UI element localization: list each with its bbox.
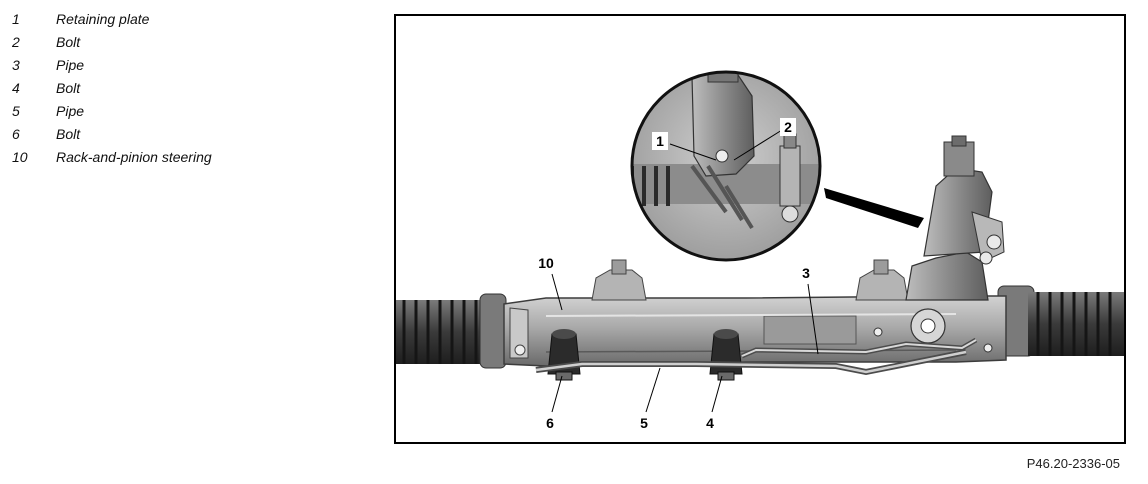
- legend-label: Pipe: [56, 103, 85, 119]
- legend-item: 6 Bolt: [12, 123, 212, 146]
- leader-1: [669, 143, 717, 161]
- callout-3: 3: [802, 265, 810, 281]
- pinion-valve-housing: [873, 135, 1005, 353]
- left-bellow: [396, 293, 507, 369]
- figure-code: P46.20-2336-05: [1026, 456, 1120, 471]
- leader-5: [645, 367, 661, 413]
- legend-number: 4: [12, 80, 20, 96]
- legend-label: Bolt: [56, 126, 81, 142]
- legend-number: 6: [12, 126, 20, 142]
- callout-5: 5: [640, 415, 648, 431]
- leader-10: [551, 273, 563, 311]
- pipe-3: [741, 337, 978, 359]
- callout-4: 4: [706, 415, 714, 431]
- legend-label: Rack-and-pinion steering: [56, 149, 212, 165]
- callout-10: 10: [538, 255, 554, 271]
- legend-item: 4 Bolt: [12, 77, 212, 100]
- leader-6: [551, 375, 563, 413]
- legend-number: 1: [12, 11, 20, 27]
- legend-label: Retaining plate: [56, 11, 150, 27]
- rack-housing: [503, 259, 1007, 367]
- legend-number: 10: [12, 149, 28, 165]
- legend-item: 3 Pipe: [12, 54, 212, 77]
- leader-2: [733, 129, 783, 161]
- bolt-6: [547, 329, 581, 381]
- legend-label: Bolt: [56, 80, 81, 96]
- legend-item: 5 Pipe: [12, 100, 212, 123]
- callout-6: 6: [546, 415, 554, 431]
- legend-item: 1 Retaining plate: [12, 8, 212, 31]
- callout-2: 2: [784, 119, 792, 135]
- leader-4: [711, 375, 723, 413]
- legend-item: 2 Bolt: [12, 31, 212, 54]
- callout-leaders: [551, 129, 819, 413]
- zoom-detail: [630, 70, 924, 262]
- leader-3: [807, 283, 819, 355]
- legend-number: 5: [12, 103, 20, 119]
- legend-label: Bolt: [56, 34, 81, 50]
- legend-number: 2: [12, 34, 20, 50]
- legend-label: Pipe: [56, 57, 85, 73]
- steering-rack-figure: 1 2 10 3 6 5 4: [394, 14, 1126, 444]
- legend-number: 3: [12, 57, 20, 73]
- pipe-5: [535, 349, 967, 376]
- right-bellow: [997, 285, 1124, 357]
- steering-rack-illustration: 1 2 10 3 6 5 4: [396, 70, 1124, 431]
- callout-1: 1: [656, 133, 664, 149]
- legend-item: 10 Rack-and-pinion steering: [12, 146, 212, 169]
- bolt-4: [709, 329, 743, 381]
